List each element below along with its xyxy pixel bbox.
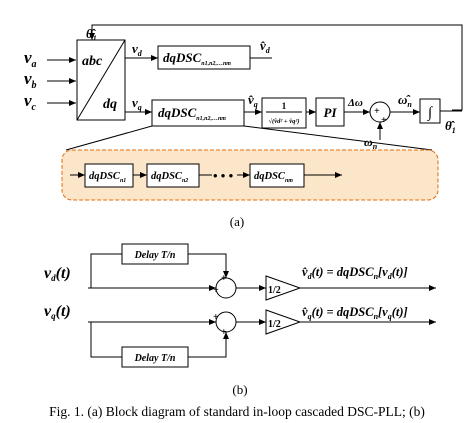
svg-text:dqDSCn1,n2,…nm: dqDSCn1,n2,…nm: [158, 105, 226, 122]
dsc-block-d: dqDSCn1,n2,…nm: [157, 45, 251, 70]
vd-delay-path: [90, 253, 122, 288]
expand-line-left: [65, 125, 153, 151]
input-vb: vb: [24, 69, 76, 91]
vq-delay-to-sum: [188, 332, 229, 358]
svg-text:dqDSCn2: dqDSCn2: [151, 171, 188, 184]
svg-text:1/2: 1/2: [268, 285, 281, 296]
abc-dq-transform-block: abc dq: [76, 39, 126, 121]
svg-text:1/2: 1/2: [268, 319, 281, 330]
svg-text:Delay T/n: Delay T/n: [134, 250, 176, 261]
gain-block-d: 1/2: [265, 275, 302, 301]
cascade-dsc-nm: dqDSCnm: [249, 163, 305, 188]
svg-text:+: +: [213, 312, 219, 323]
svg-text:dqDSCnm: dqDSCnm: [254, 171, 293, 184]
vd-hat-label: v̂d: [260, 38, 271, 55]
label-b: (b): [232, 382, 247, 397]
vd-input-label: vd(t): [44, 265, 71, 283]
feedback-theta-label: θ̂1: [86, 26, 97, 43]
gain-block-q: 1/2: [265, 309, 302, 335]
svg-text:+: +: [381, 115, 387, 126]
delay-block-bottom: Delay T/n: [121, 346, 189, 368]
delay-block-top: Delay T/n: [121, 243, 189, 265]
svg-text:+: +: [221, 327, 227, 338]
svg-text:Delay T/n: Delay T/n: [134, 353, 176, 364]
vq-hat-label: v̂q: [248, 92, 258, 109]
expand-line-right: [243, 125, 433, 151]
omega-hat-label: ω̂n: [398, 92, 412, 109]
vq-delay-path: [90, 322, 122, 358]
svg-text:vc: vc: [24, 91, 37, 113]
label-a: (a): [230, 214, 244, 229]
dsc-block-q: dqDSCn1,n2,…nm: [151, 99, 245, 127]
svg-text:va: va: [24, 48, 37, 70]
svg-text:dqDSCn1,n2,…nm: dqDSCn1,n2,…nm: [163, 50, 231, 67]
vq-input-label: vq(t): [44, 303, 71, 321]
cascade-ellipsis: • • •: [213, 168, 234, 183]
cascade-dsc-n2: dqDSCn2: [146, 163, 200, 188]
svg-text:1: 1: [282, 101, 287, 111]
theta-feedback-line: [89, 24, 463, 111]
vd-output-equation: v̂d(t) = dqDSCn[vd(t)]: [302, 265, 408, 281]
vd-delay-to-sum: [188, 253, 229, 278]
sum-junction-q: + +: [213, 311, 237, 338]
svg-text:+: +: [221, 273, 227, 284]
svg-text:PI: PI: [324, 105, 338, 120]
figure-caption: Fig. 1. (a) Block diagram of standard in…: [49, 404, 425, 419]
svg-text:dq: dq: [103, 97, 117, 112]
block-diagram: θ̂1 va vb vc abc dq vd dqDSCn1,n2,…nm v̂…: [24, 24, 463, 397]
svg-text:dqDSCn1: dqDSCn1: [89, 171, 126, 184]
integrator-block: ∫: [419, 98, 441, 124]
svg-text:∫: ∫: [427, 105, 434, 121]
normalization-block: 1 √(v̂d² + v̂q²): [261, 97, 307, 129]
theta-out-label: θ̂1: [445, 118, 456, 135]
vq-output-equation: v̂q(t) = dqDSCn[vq(t)]: [302, 305, 408, 321]
svg-text:+: +: [374, 106, 380, 117]
vd-label: vd: [132, 41, 143, 58]
sum-junction-d: + +: [213, 273, 237, 299]
cascade-dsc-n1: dqDSCn1: [84, 163, 134, 188]
svg-text:+: +: [213, 285, 219, 296]
delta-omega-label: Δω: [347, 97, 363, 109]
pi-controller-block: PI: [315, 97, 345, 127]
input-va: va: [24, 48, 76, 70]
svg-text:vb: vb: [24, 69, 37, 91]
input-vc: vc: [24, 91, 76, 113]
svg-text:abc: abc: [82, 54, 103, 69]
vq-label: vq: [132, 95, 142, 112]
svg-text:√(v̂d² + v̂q²): √(v̂d² + v̂q²): [268, 117, 299, 125]
